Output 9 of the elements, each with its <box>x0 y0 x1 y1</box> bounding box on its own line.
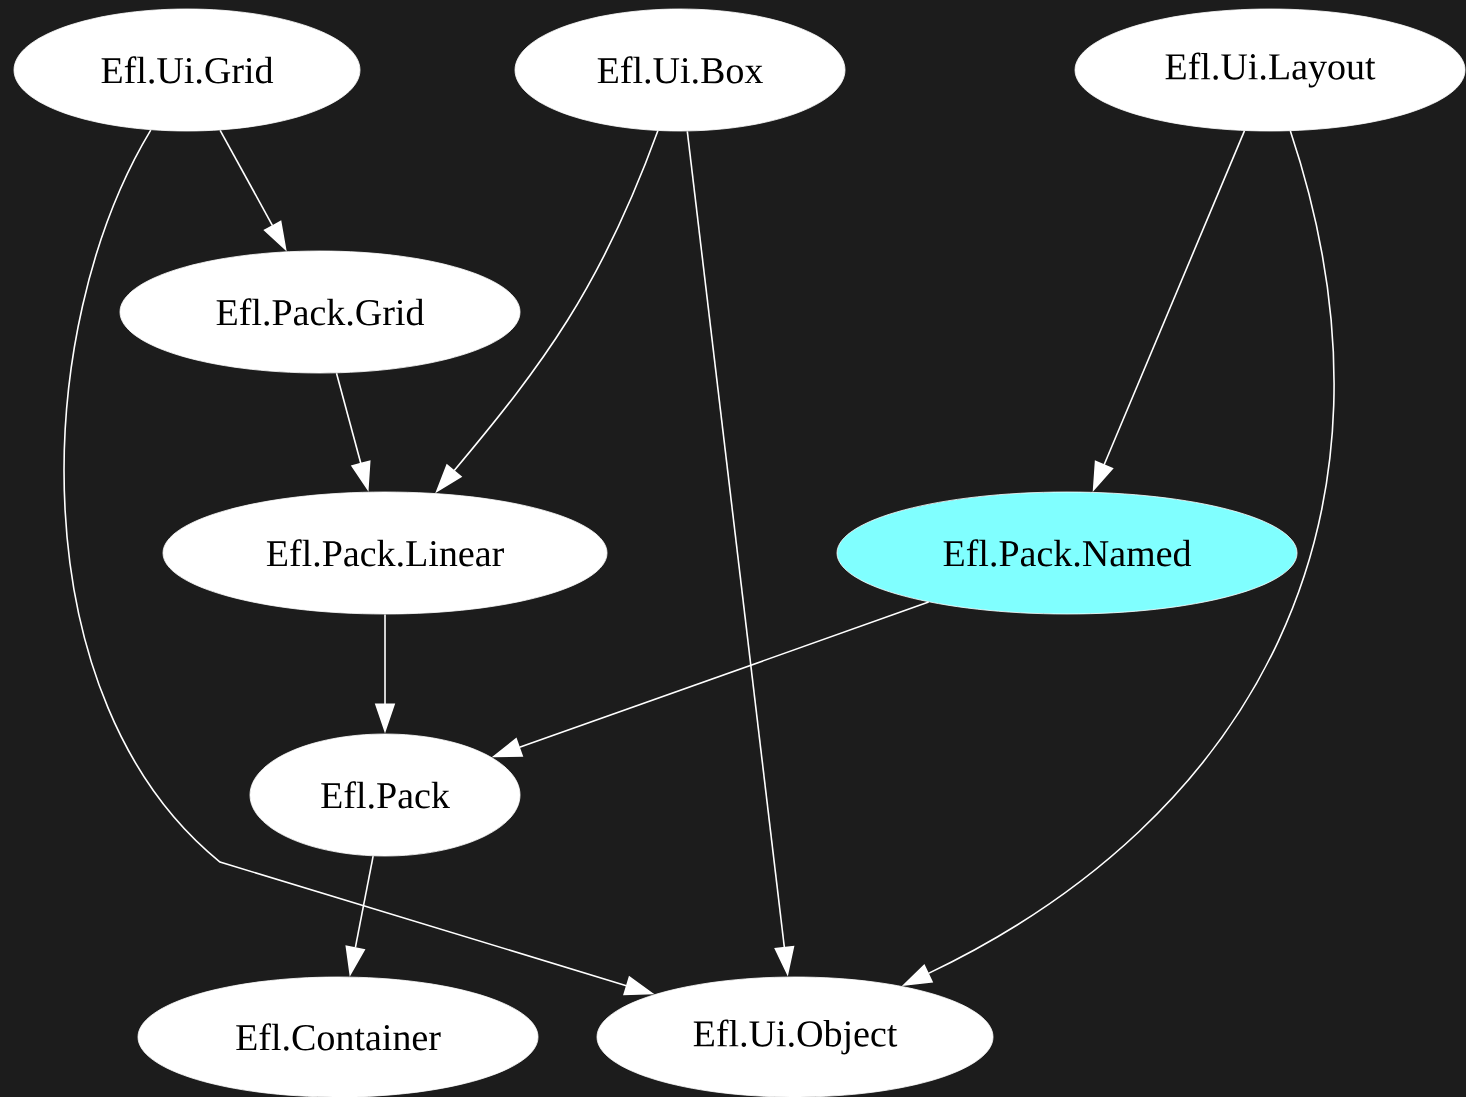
ellipse-node: Efl.Ui.Object <box>596 976 994 1097</box>
ellipse-node: Efl.Ui.Layout <box>1074 8 1466 132</box>
ellipse-node: Efl.Container <box>137 976 539 1097</box>
ellipse-node: Efl.Pack.Grid <box>119 250 521 374</box>
ellipse-node: Efl.Pack.Linear <box>162 491 608 615</box>
ellipse-node: Efl.Pack.Named <box>836 491 1298 615</box>
ellipse-node: Efl.Ui.Box <box>514 8 846 132</box>
ellipse-node: Efl.Ui.Grid <box>13 8 361 132</box>
ellipse-node: Efl.Pack <box>249 733 521 857</box>
